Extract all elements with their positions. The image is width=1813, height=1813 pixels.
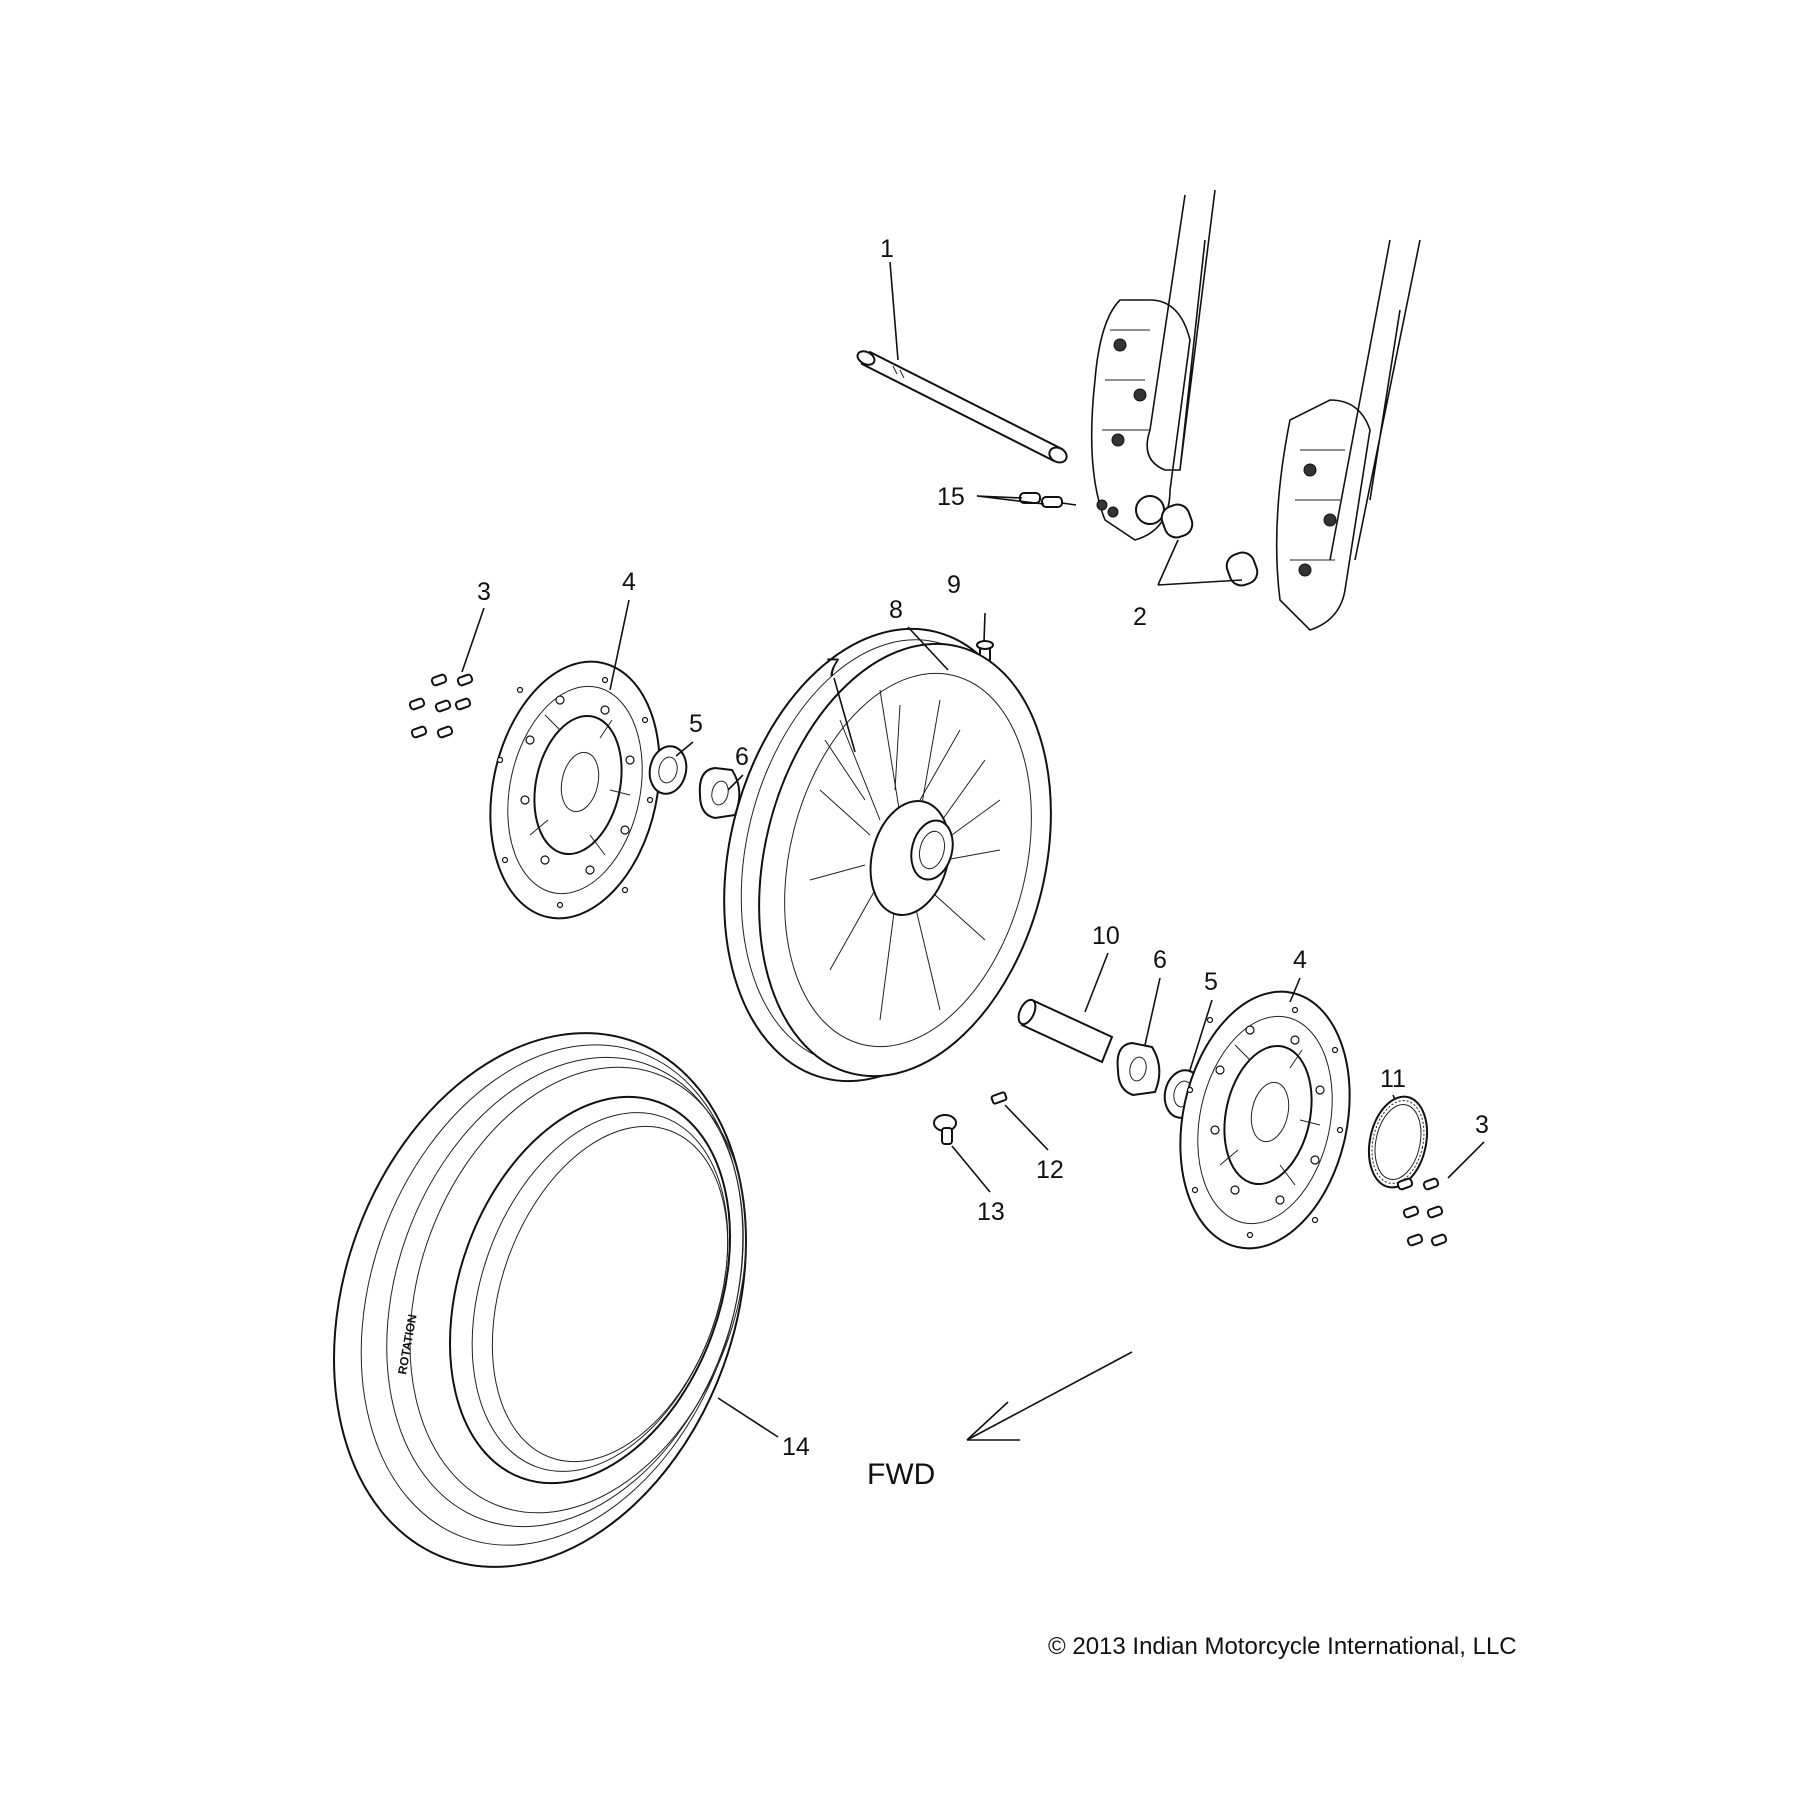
callout-5-left: 5	[689, 710, 703, 738]
wheel-spacer	[1017, 998, 1114, 1064]
brake-rotor-right	[1179, 990, 1351, 1250]
callout-12: 12	[1036, 1156, 1064, 1184]
callout-7: 7	[826, 654, 840, 682]
front-tire: ROTATION	[333, 1032, 747, 1568]
brake-rotor-left	[489, 660, 661, 920]
callout-5-right: 5	[1204, 968, 1218, 996]
rotor-bolts-left	[408, 673, 474, 739]
callout-1: 1	[880, 235, 894, 263]
callout-9: 9	[947, 571, 961, 599]
copyright-notice: © 2013 Indian Motorcycle International, …	[1048, 1633, 1517, 1660]
callout-2: 2	[1133, 603, 1147, 631]
callout-3-right: 3	[1475, 1111, 1489, 1139]
seal-bearing-left	[648, 745, 741, 820]
leader-lines	[461, 261, 1485, 1438]
callout-4-left: 4	[622, 568, 636, 596]
fork-assembly	[1090, 189, 1421, 631]
callout-4-right: 4	[1293, 946, 1307, 974]
callout-14: 14	[782, 1433, 810, 1461]
callout-13: 13	[977, 1198, 1005, 1226]
callout-6-right: 6	[1153, 946, 1167, 974]
callout-6-left: 6	[735, 743, 749, 771]
valve-parts	[933, 1091, 1008, 1145]
callout-8: 8	[889, 596, 903, 624]
forward-arrow	[966, 1351, 1133, 1441]
callout-11: 11	[1380, 1065, 1406, 1093]
axle-spacers	[1160, 503, 1259, 587]
pinch-bolts	[1019, 492, 1077, 508]
rotor-bolts-right	[1396, 1177, 1448, 1247]
forward-direction-label: FWD	[867, 1458, 935, 1491]
front-axle	[856, 350, 1068, 464]
front-wheel	[723, 627, 1052, 1083]
abs-tone-ring	[1367, 1095, 1429, 1189]
callout-labels: 1 2 3 4 5 6 7 8 9 10 6 5 4 11 3 12 13 14…	[477, 235, 1489, 1461]
callout-10: 10	[1092, 922, 1120, 950]
callout-3-left: 3	[477, 578, 491, 606]
callout-15: 15	[937, 483, 965, 511]
